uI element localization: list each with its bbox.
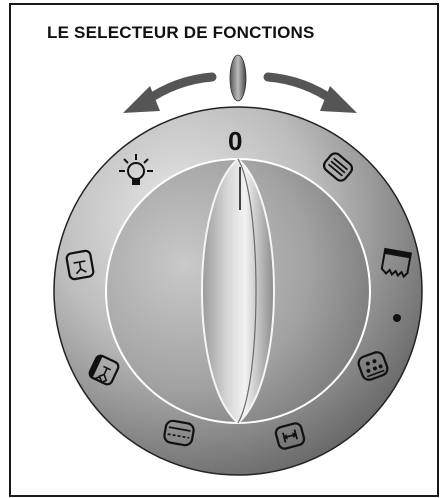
pointer-mark bbox=[229, 54, 247, 102]
off-position-label: 0 bbox=[228, 126, 242, 156]
pizza-function-icon bbox=[357, 351, 389, 381]
eco-dot-marker bbox=[393, 314, 401, 322]
rotate-right-arrow-icon bbox=[263, 72, 357, 113]
fan-grill-icon bbox=[322, 152, 354, 182]
oven-light-icon bbox=[119, 154, 153, 185]
defrost-fan-icon bbox=[274, 422, 306, 450]
bottom-heat-icon bbox=[88, 354, 120, 386]
full-grill-icon bbox=[163, 419, 195, 447]
rotate-left-arrow-icon bbox=[123, 72, 217, 113]
figure-title: LE SELECTEUR DE FONCTIONS bbox=[47, 23, 315, 42]
top-grill-icon bbox=[65, 249, 95, 281]
fan-bottom-heat-icon bbox=[380, 247, 413, 279]
